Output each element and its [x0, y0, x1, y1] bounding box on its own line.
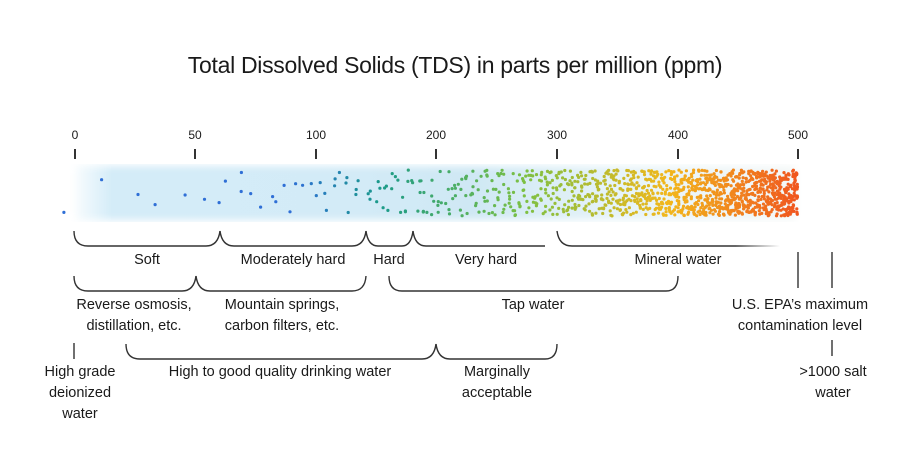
label-line: distillation, etc.	[86, 318, 182, 334]
label-marginally-acceptable: Marginally acceptable	[462, 362, 532, 404]
bracket-very-hard	[412, 230, 545, 247]
label-line: Reverse osmosis,	[76, 297, 192, 313]
label-deionized-water: High grade deionized water	[45, 362, 116, 425]
tick-label-400: 400	[667, 128, 689, 142]
bracket-mineral-water	[556, 230, 780, 247]
label-line: Marginally	[463, 364, 531, 380]
tick-mark	[194, 149, 196, 159]
label-reverse-osmosis: Reverse osmosis, distillation, etc.	[76, 295, 191, 337]
label-mineral-water: Mineral water	[634, 252, 722, 268]
tick-mark	[435, 149, 437, 159]
tick-label-50: 50	[188, 128, 202, 142]
label-line: >1000 salt	[799, 364, 867, 380]
tick-label-0: 0	[71, 128, 79, 142]
bracket-marginal	[435, 343, 558, 360]
label-high-good-quality: High to good quality drinking water	[168, 364, 392, 380]
label-hard: Hard	[373, 252, 405, 268]
tick-label-300: 300	[546, 128, 568, 142]
label-line: water	[815, 385, 851, 401]
label-line: Mountain springs,	[224, 297, 340, 313]
label-moderately-hard: Moderately hard	[240, 252, 346, 268]
label-tap-water: Tap water	[501, 297, 565, 313]
label-epa-max: U.S. EPA’s maximum contamination level	[732, 295, 868, 337]
label-line: U.S. EPA’s maximum	[731, 297, 869, 313]
label-soft: Soft	[134, 252, 160, 268]
tick-mark	[556, 149, 558, 159]
chart-title: Total Dissolved Solids (TDS) in parts pe…	[187, 52, 723, 78]
bracket-high-good	[125, 343, 437, 360]
tick-mark	[74, 149, 76, 159]
bracket-reverse-osmosis	[73, 275, 197, 292]
label-mountain-springs: Mountain springs, carbon filters, etc.	[225, 295, 339, 337]
label-line: High grade	[44, 364, 116, 380]
label-line: carbon filters, etc.	[224, 318, 340, 334]
tick-mark	[797, 149, 799, 159]
bracket-moderately-hard	[219, 230, 367, 247]
tick-mark	[677, 149, 679, 159]
bracket-hard	[365, 230, 414, 247]
tick-label-100: 100	[305, 128, 327, 142]
bracket-soft	[73, 230, 221, 247]
bracket-tap-water	[388, 275, 679, 292]
label-salt-water: >1000 salt water	[799, 362, 866, 404]
tick-mark	[315, 149, 317, 159]
bracket-mountain-springs	[195, 275, 367, 292]
label-very-hard: Very hard	[454, 252, 518, 268]
label-line: water	[62, 406, 98, 422]
label-line: deionized	[48, 385, 112, 401]
tick-label-200: 200	[425, 128, 447, 142]
label-line: contamination level	[737, 318, 863, 334]
label-line: acceptable	[461, 385, 533, 401]
tick-label-500: 500	[787, 128, 809, 142]
